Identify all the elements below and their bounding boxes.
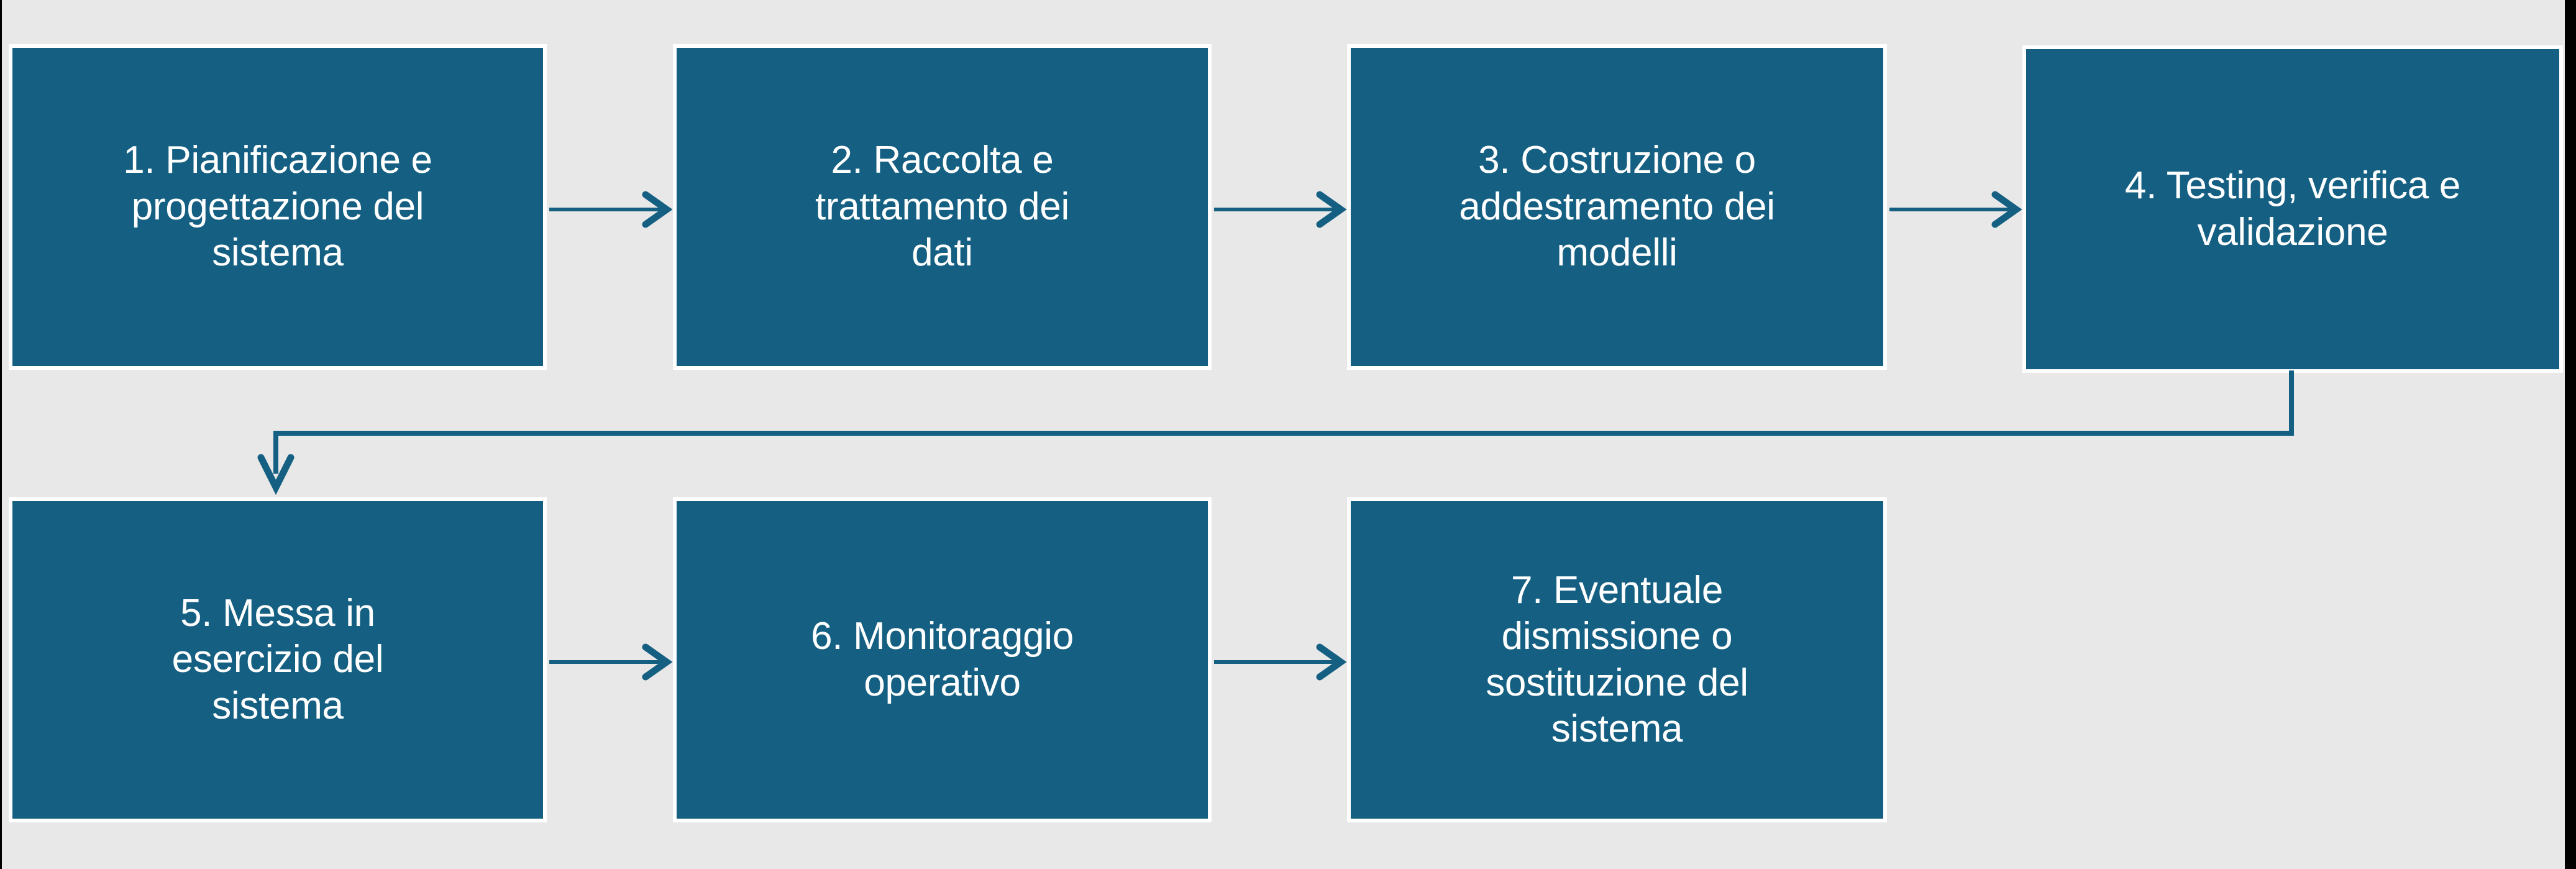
process-node-label-step-5: 5. Messa in esercizio del sistema [171,591,384,727]
process-node-label-step-2: 2. Raccolta e trattamento dei dati [815,139,1070,275]
process-node-step-2[interactable]: 2. Raccolta e trattamento dei dati [673,44,1212,370]
process-node-step-1[interactable]: 1. Pianificazione e progettazione del si… [9,44,547,370]
process-node-label-step-1: 1. Pianificazione e progettazione del si… [123,139,432,275]
process-node-step-5[interactable]: 5. Messa in esercizio del sistema [9,497,547,822]
process-node-step-3[interactable]: 3. Costruzione o addestramento dei model… [1347,44,1887,370]
process-node-label-step-7: 7. Eventuale dismissione o sostituzione … [1486,568,1748,750]
process-node-label-step-3: 3. Costruzione o addestramento dei model… [1459,139,1775,275]
process-node-label-step-4: 4. Testing, verifica e validazione [2124,164,2461,254]
process-node-step-4[interactable]: 4. Testing, verifica e validazione [2022,45,2563,373]
bezel-strip-right [2565,0,2576,869]
process-node-label-step-6: 6. Monitoraggio operativo [811,615,1074,704]
process-node-step-6[interactable]: 6. Monitoraggio operativo [673,497,1212,822]
process-node-step-7[interactable]: 7. Eventuale dismissione o sostituzione … [1347,497,1887,822]
bezel-strip-left [0,0,2,869]
